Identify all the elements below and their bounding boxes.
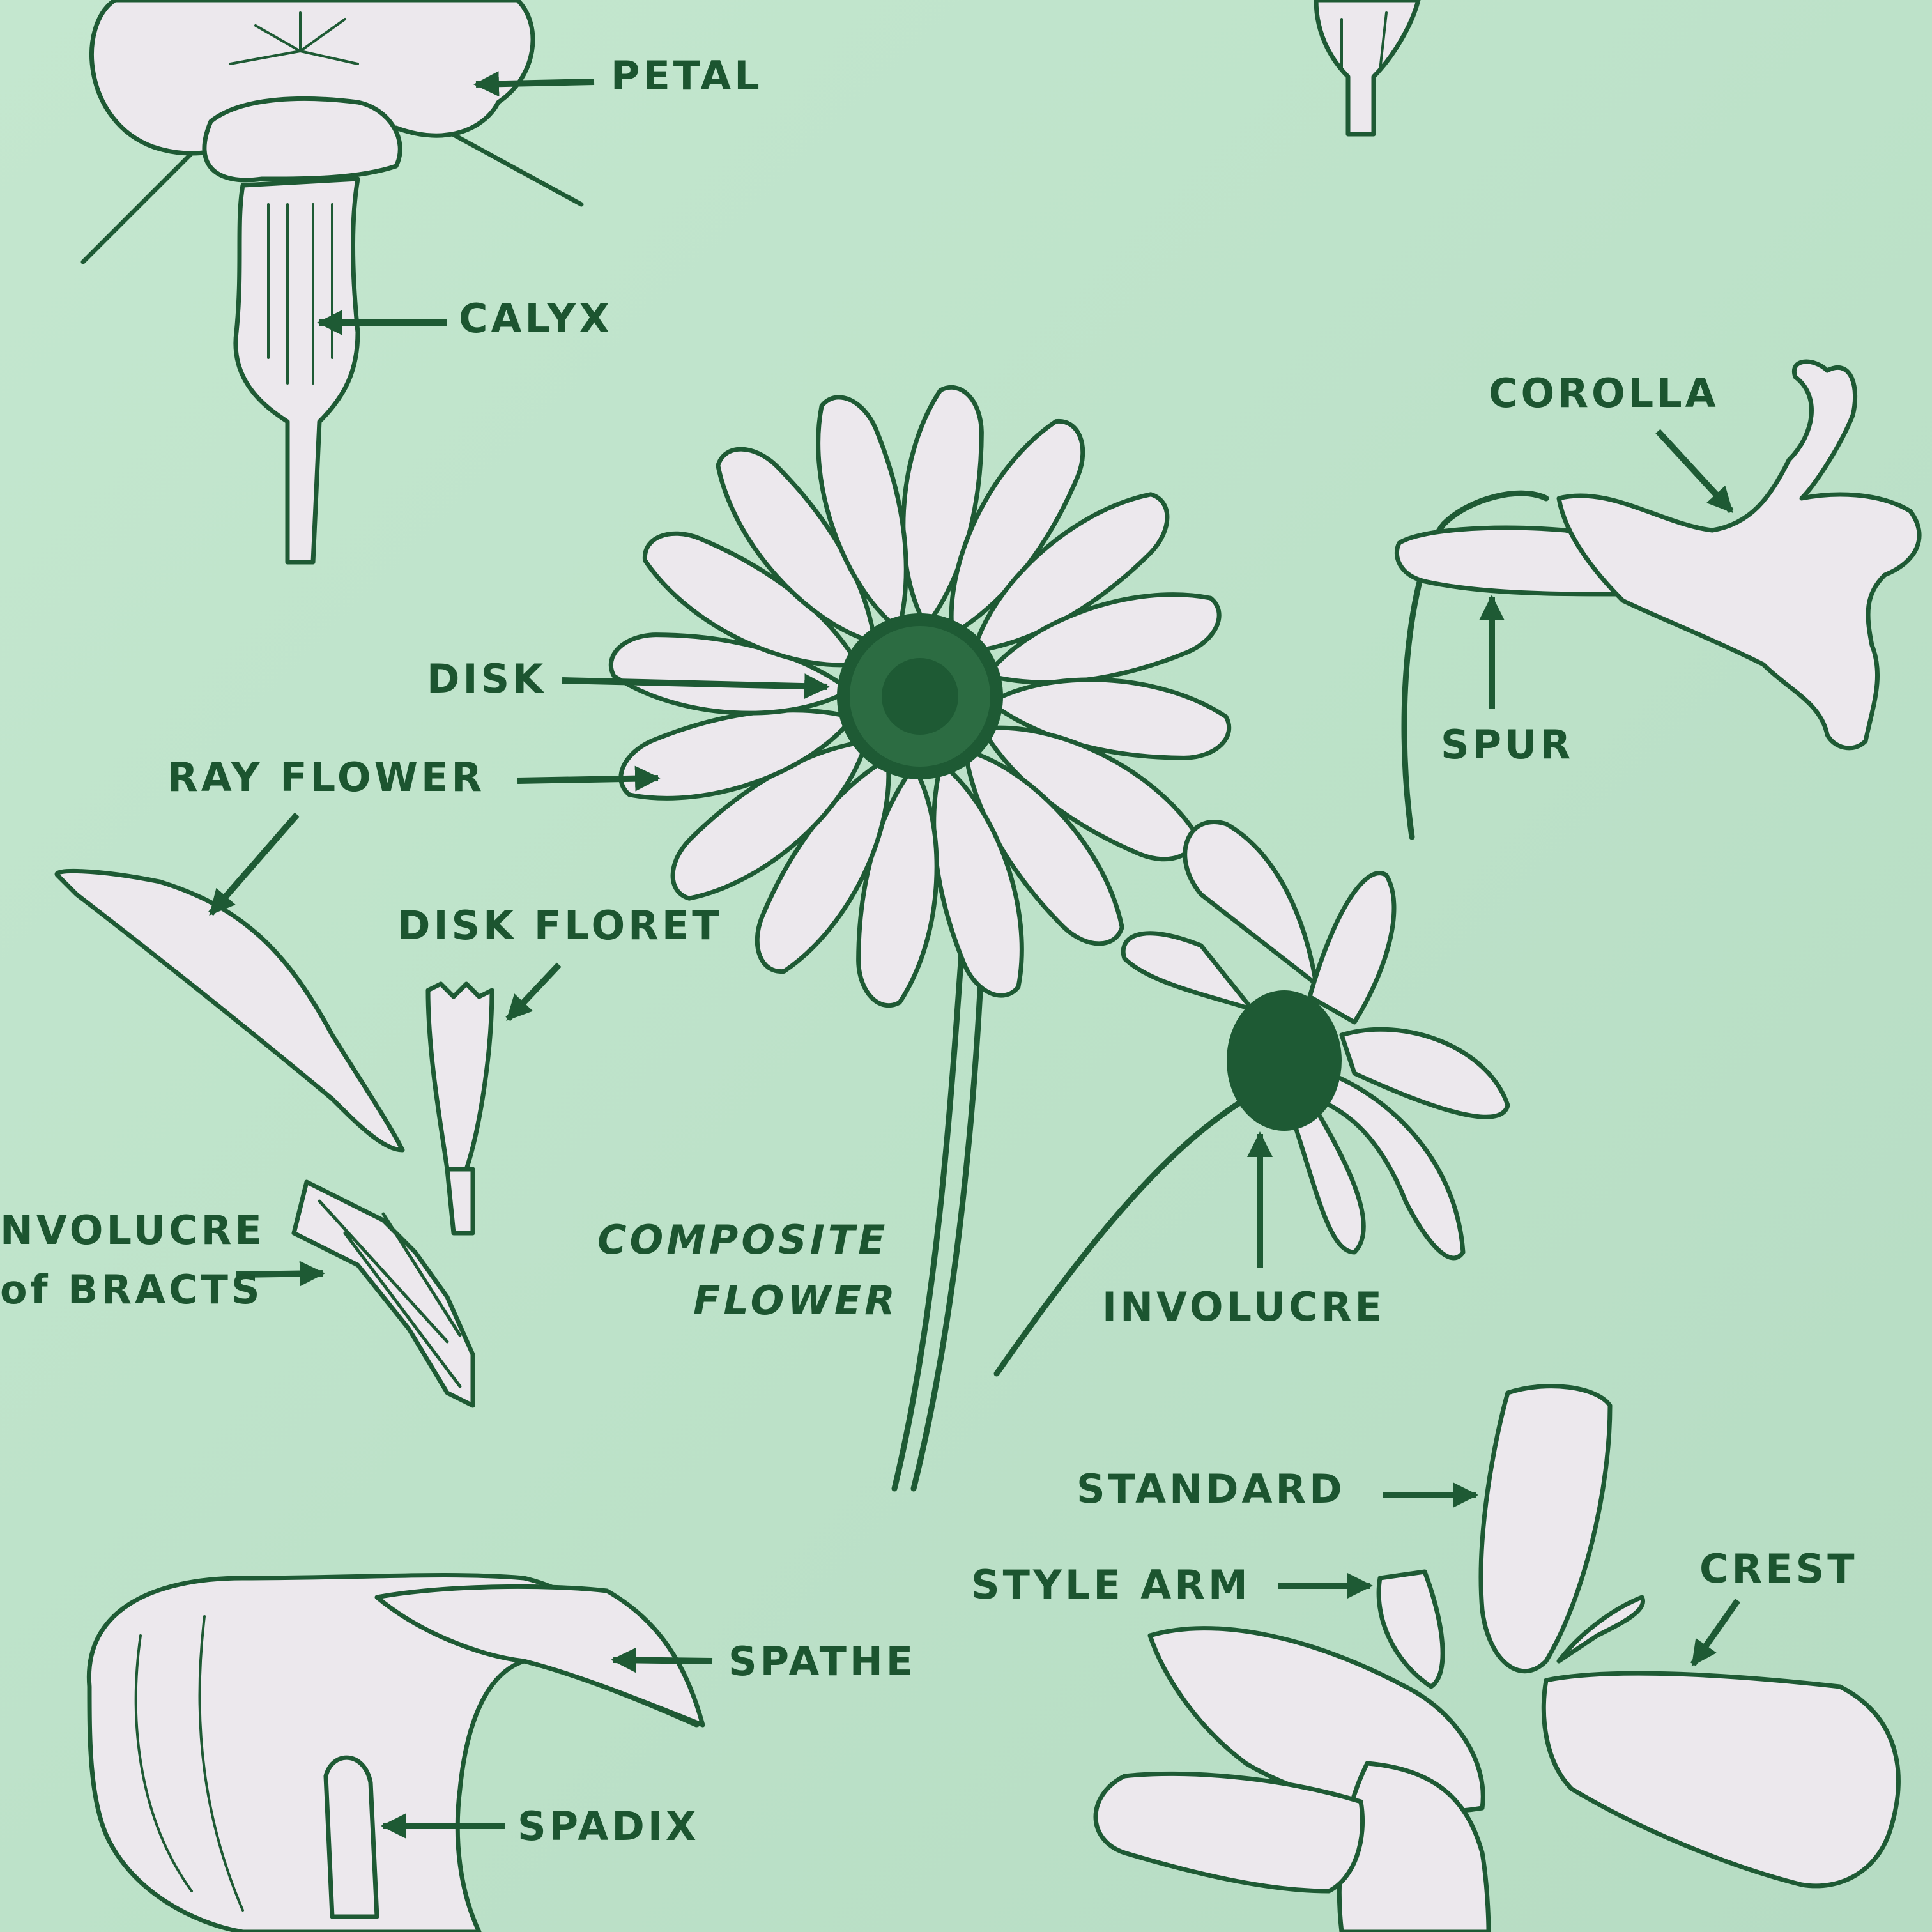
label-involucre: INVOLUCRE [1102, 1284, 1385, 1330]
arrow-corolla [1655, 429, 1734, 514]
label-calyx: CALYX [459, 295, 613, 342]
arrow-ray-petal [208, 812, 300, 916]
label-disk-floret: DISK FLORET [397, 902, 723, 949]
label-spadix: SPADIX [518, 1803, 700, 1850]
side-daisy-drawing [993, 820, 1510, 1377]
daisy-ray-petal [816, 395, 908, 632]
label-composite-2: FLOWER [693, 1277, 898, 1324]
label-composite-1: COMPOSITE [597, 1216, 889, 1263]
label-disk: DISK [427, 656, 547, 702]
ray-floret-bract-drawing [54, 868, 494, 1408]
spurred-flower-drawing [1394, 359, 1922, 840]
composite-flower-drawing [608, 385, 1232, 1492]
label-corolla: COROLLA [1489, 370, 1719, 417]
label-ray-flower: RAY FLOWER [167, 754, 486, 801]
label-spathe: SPATHE [728, 1638, 917, 1685]
arrow-petal [473, 71, 595, 97]
arrow-crest [1690, 1598, 1741, 1667]
label-involucre-bracts-2: of BRACTS [0, 1266, 263, 1313]
label-style-arm: STYLE ARM [971, 1561, 1251, 1608]
arrow-disk [562, 673, 830, 700]
pink-flower-drawing [80, 0, 584, 565]
label-involucre-bracts-1: NVOLUCRE [0, 1207, 265, 1254]
label-crest: CREST [1699, 1545, 1858, 1592]
arrow-bracts [236, 1261, 325, 1287]
iris-drawing [1093, 1384, 1901, 1932]
arrow-ray-flower [517, 765, 661, 792]
partial-flower-top [1314, 0, 1421, 137]
label-standard: STANDARD [1077, 1466, 1346, 1512]
label-spur: SPUR [1441, 721, 1574, 768]
arrow-spathe [611, 1647, 713, 1673]
jack-in-pulpit-drawing [86, 1573, 705, 1932]
leader-arrows [208, 71, 1741, 1839]
label-petal: PETAL [611, 52, 763, 99]
arrow-disk-floret [505, 962, 562, 1022]
